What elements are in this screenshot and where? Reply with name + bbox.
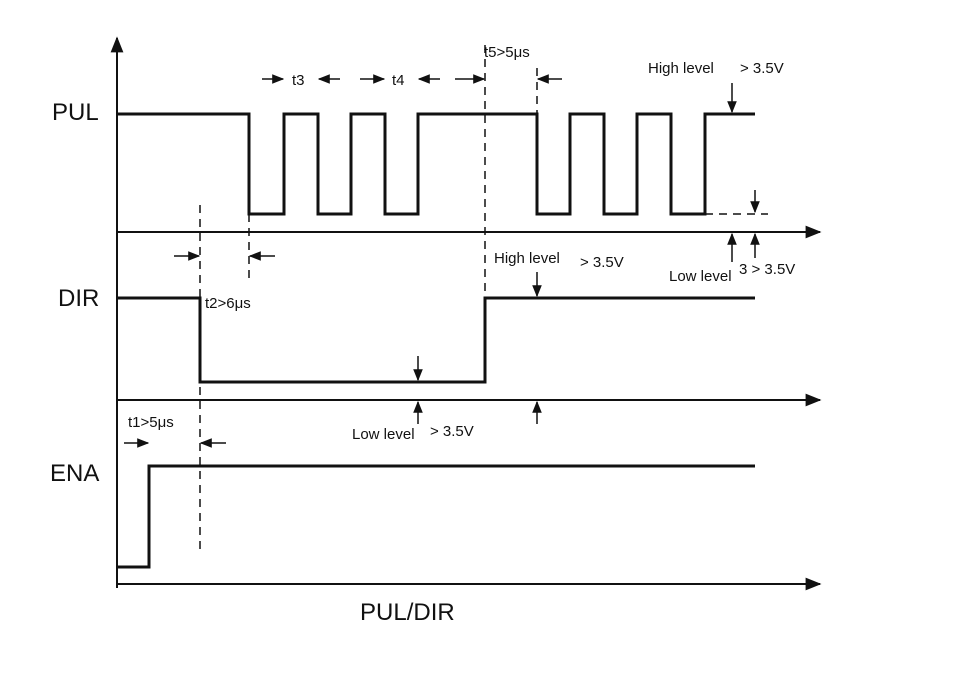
t3-label: t3 [292, 72, 305, 89]
x-axis-label: PUL/DIR [360, 599, 455, 626]
t1-label: t1>5μs [128, 414, 174, 431]
ena-signal-label: ENA [50, 460, 99, 487]
dir-low-level-label: Low level [352, 426, 415, 443]
pul-waveform [117, 112, 755, 216]
t4-label: t4 [392, 72, 405, 89]
dir-waveform [117, 296, 755, 384]
pul-low-level-value: 3 > 3.5V [739, 261, 795, 278]
pul-high-level-value: > 3.5V [740, 60, 784, 77]
pul-signal-label: PUL [52, 99, 99, 126]
dir-high-level-value: > 3.5V [580, 254, 624, 271]
pul-low-level-label: Low level [669, 268, 732, 285]
t2-label: t2>6μs [205, 295, 251, 312]
t5-label: t5>5μs [484, 44, 530, 61]
ena-waveform [117, 464, 755, 569]
pul-high-level-label: High level [648, 60, 714, 77]
dir-signal-label: DIR [58, 285, 99, 312]
dir-high-level-label: High level [494, 250, 560, 267]
dir-low-level-value: > 3.5V [430, 423, 474, 440]
